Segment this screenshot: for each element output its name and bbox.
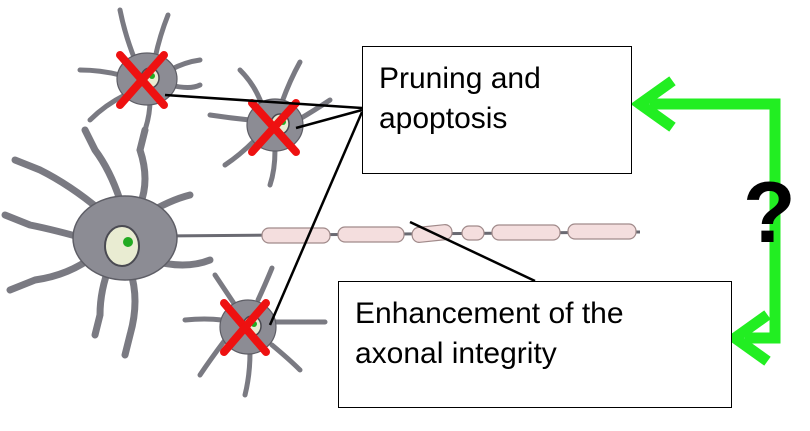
connector-lines: [164, 93, 536, 326]
small-neuron-1: [77, 7, 203, 133]
connector-neuron-1: [164, 93, 363, 110]
myelin-segment: [491, 224, 561, 241]
green-bracket-path: [650, 98, 781, 344]
red-cross-icon: [220, 299, 270, 356]
green-arrowhead-bottom: [725, 310, 771, 366]
green-feedback-arrow: [630, 76, 781, 366]
enhancement-label-line2: axonal integrity: [355, 337, 557, 370]
axon: [159, 223, 641, 244]
green-arrowhead-top: [630, 76, 676, 132]
small-neuron-3: [182, 265, 328, 398]
myelin-segment: [567, 223, 637, 240]
pruning-label-line1: Pruning and: [379, 62, 541, 95]
connector-neuron-2: [295, 108, 363, 130]
small-neuron-2: [207, 59, 333, 188]
main-neuron: [1, 126, 214, 359]
axonal-integrity-box: Enhancement of the axonal integrity: [338, 281, 732, 408]
pruning-apoptosis-box: Pruning and apoptosis: [362, 46, 632, 174]
main-neuron-nucleolus: [123, 237, 133, 247]
connector-axon: [409, 220, 536, 283]
red-cross-icon: [116, 51, 168, 109]
myelin-segment: [461, 225, 485, 241]
red-cross-icon: [248, 99, 300, 156]
enhancement-label-line1: Enhancement of the: [355, 297, 624, 330]
myelin-segment: [261, 227, 331, 244]
main-neuron-nucleus: [104, 225, 140, 267]
connector-neuron-3: [268, 111, 364, 326]
myelin-segment: [337, 226, 405, 243]
pruning-label-line2: apoptosis: [379, 102, 508, 135]
question-mark: ?: [743, 165, 796, 261]
small-neuron-3-dendrites: [182, 265, 328, 398]
